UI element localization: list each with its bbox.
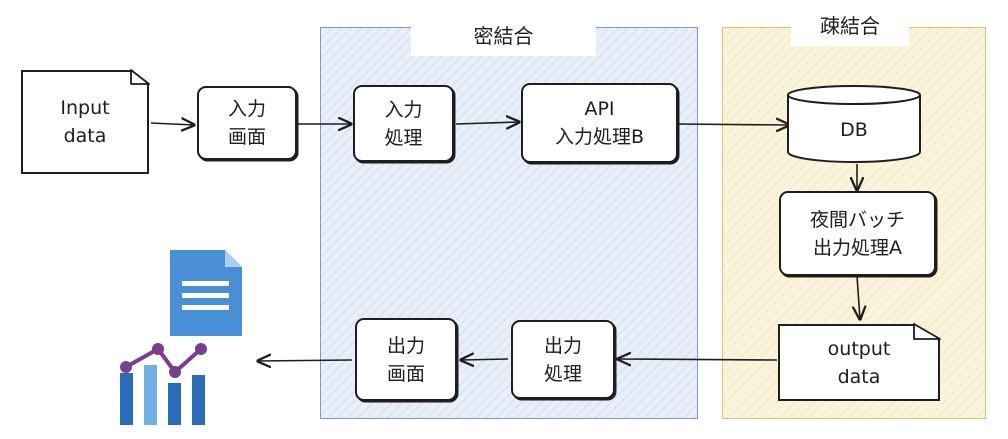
input-process-line-2: 処理 (384, 126, 423, 149)
api-process-line-2: 入力処理B (554, 126, 645, 148)
arrow-output-screen-to-report (258, 360, 353, 361)
output-process-line-2: 処理 (543, 362, 582, 385)
arrow-output-data-to-output-process (618, 359, 778, 360)
input-process-box: 入力 処理 (353, 85, 454, 162)
input-data-line-1: Input (60, 97, 110, 119)
output-data-line-1: output (827, 337, 891, 360)
output-screen-line-1: 出力 (386, 334, 425, 357)
batch-process-line-2: 出力処理A (813, 236, 902, 259)
trend-line-icon (120, 343, 207, 378)
db-label: DB (840, 119, 868, 141)
arrow-input-process-to-api (455, 122, 519, 124)
input-screen-line-1: 入力 (227, 98, 266, 120)
loose-coupling-label: 疎結合 (791, 6, 909, 46)
output-process-line-1: 出力 (543, 334, 582, 357)
input-data-line-2: data (63, 125, 107, 147)
arrow-batch-to-output-data (857, 275, 860, 319)
batch-process-box: 夜間バッチ 出力処理A (779, 191, 936, 276)
input-process-line-1: 入力 (384, 98, 423, 121)
document-icon (170, 250, 242, 336)
output-data-line-2: data (837, 365, 881, 388)
output-data-document: output data (778, 324, 940, 401)
arrow-output-process-to-output-screen (461, 359, 509, 360)
api-process-line-1: API (584, 98, 615, 120)
output-screen-line-2: 画面 (386, 362, 425, 385)
tight-coupling-label: 密結合 (411, 16, 596, 56)
input-screen-line-2: 画面 (227, 126, 266, 148)
api-process-box: API 入力処理B (521, 83, 678, 163)
output-process-box: 出力 処理 (511, 320, 615, 399)
input-data-document: Input data (21, 70, 149, 174)
arrow-input-data-to-input-screen (150, 123, 194, 125)
batch-process-line-1: 夜間バッチ (809, 208, 905, 231)
output-screen-box: 出力 画面 (355, 318, 457, 401)
arrow-api-to-db (677, 124, 789, 125)
input-screen-box: 入力 画面 (197, 86, 297, 160)
bar-chart-icon (120, 365, 205, 425)
db-cylinder (787, 85, 921, 163)
